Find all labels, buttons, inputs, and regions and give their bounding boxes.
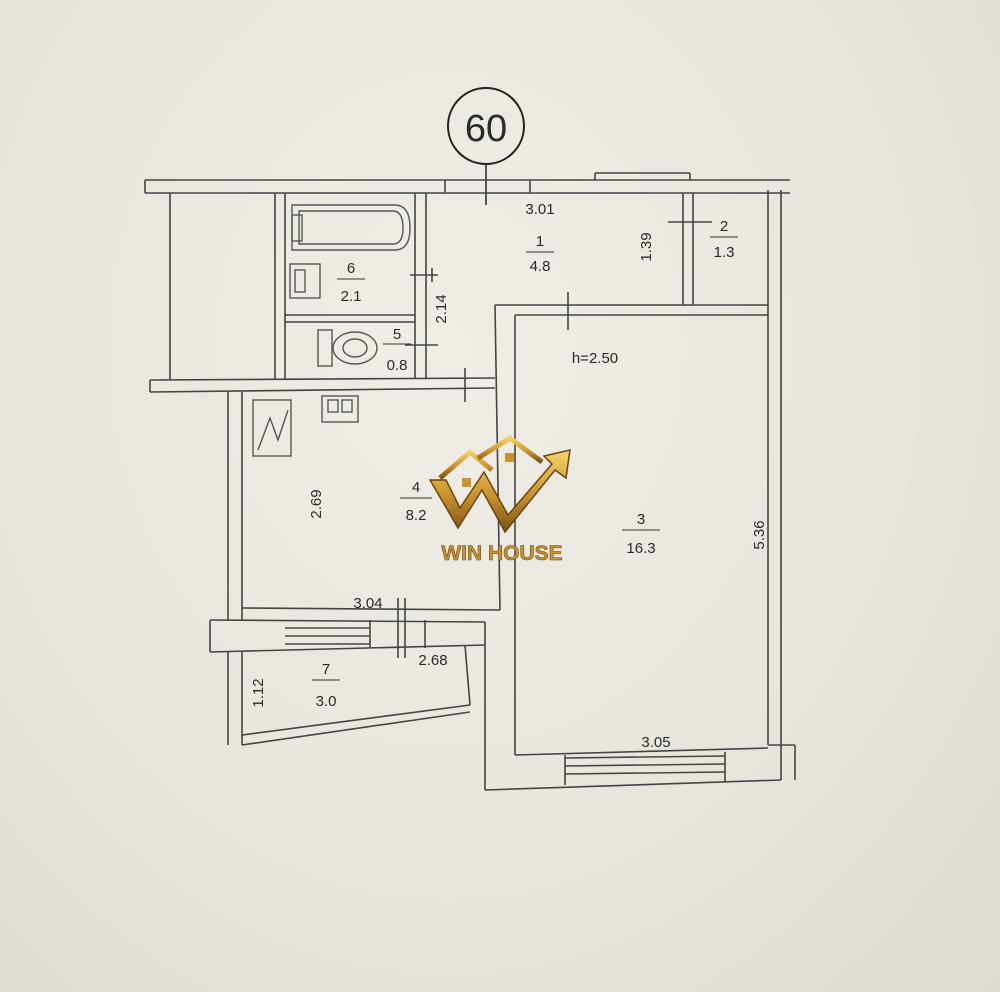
washbasin — [289, 263, 321, 299]
dim-room-depth: 5.36 — [751, 520, 768, 549]
room-3-label: 3 16.3 — [622, 511, 660, 557]
room-4-area: 8.2 — [406, 507, 427, 524]
kitchen-stove — [252, 399, 292, 457]
room-6-number: 6 — [347, 260, 355, 277]
ceiling-height: h=2.50 — [572, 350, 618, 367]
room-4-number: 4 — [412, 479, 420, 496]
dim-kitchen-depth: 2.69 — [308, 489, 325, 518]
room-7-area: 3.0 — [316, 693, 337, 710]
dim-balcony-depth: 1.12 — [250, 678, 267, 707]
room-6-area: 2.1 — [341, 288, 362, 305]
room-3-number: 3 — [637, 511, 645, 528]
dim-hall-width: 3.01 — [525, 201, 554, 218]
room-2-label: 2 1.3 — [710, 218, 738, 261]
room-3-area: 16.3 — [626, 540, 655, 557]
room-1-area: 4.8 — [530, 258, 551, 275]
toilet — [317, 329, 378, 367]
apartment-number: 60 — [465, 108, 507, 150]
kitchen-sink — [321, 395, 359, 423]
room-2-number: 2 — [720, 218, 728, 235]
room-1-number: 1 — [536, 233, 544, 250]
dim-bath-depth: 2.14 — [433, 294, 450, 323]
room-1-label: 1 4.8 — [526, 233, 554, 275]
dim-kitchen-width: 3.04 — [353, 595, 382, 612]
room-6-label: 6 2.1 — [337, 260, 365, 305]
logo-brand-text: WIN HOUSE — [441, 542, 562, 565]
room-5-number: 5 — [393, 326, 401, 343]
apartment-number-marker: 60 — [447, 87, 525, 205]
dim-balcony-width: 2.68 — [418, 652, 447, 669]
walls — [144, 172, 796, 791]
win-house-logo: WIN HOUSE — [428, 434, 571, 565]
room-7-label: 7 3.0 — [312, 661, 340, 710]
dim-room-width: 3.05 — [641, 734, 670, 751]
bathtub — [291, 204, 411, 251]
room-2-area: 1.3 — [714, 244, 735, 261]
room-7-number: 7 — [322, 661, 330, 678]
room-4-label: 4 8.2 — [400, 479, 432, 524]
dim-hall-depth: 1.39 — [638, 232, 655, 261]
room-5-label: 5 0.8 — [383, 326, 411, 374]
room-5-area: 0.8 — [387, 357, 408, 374]
